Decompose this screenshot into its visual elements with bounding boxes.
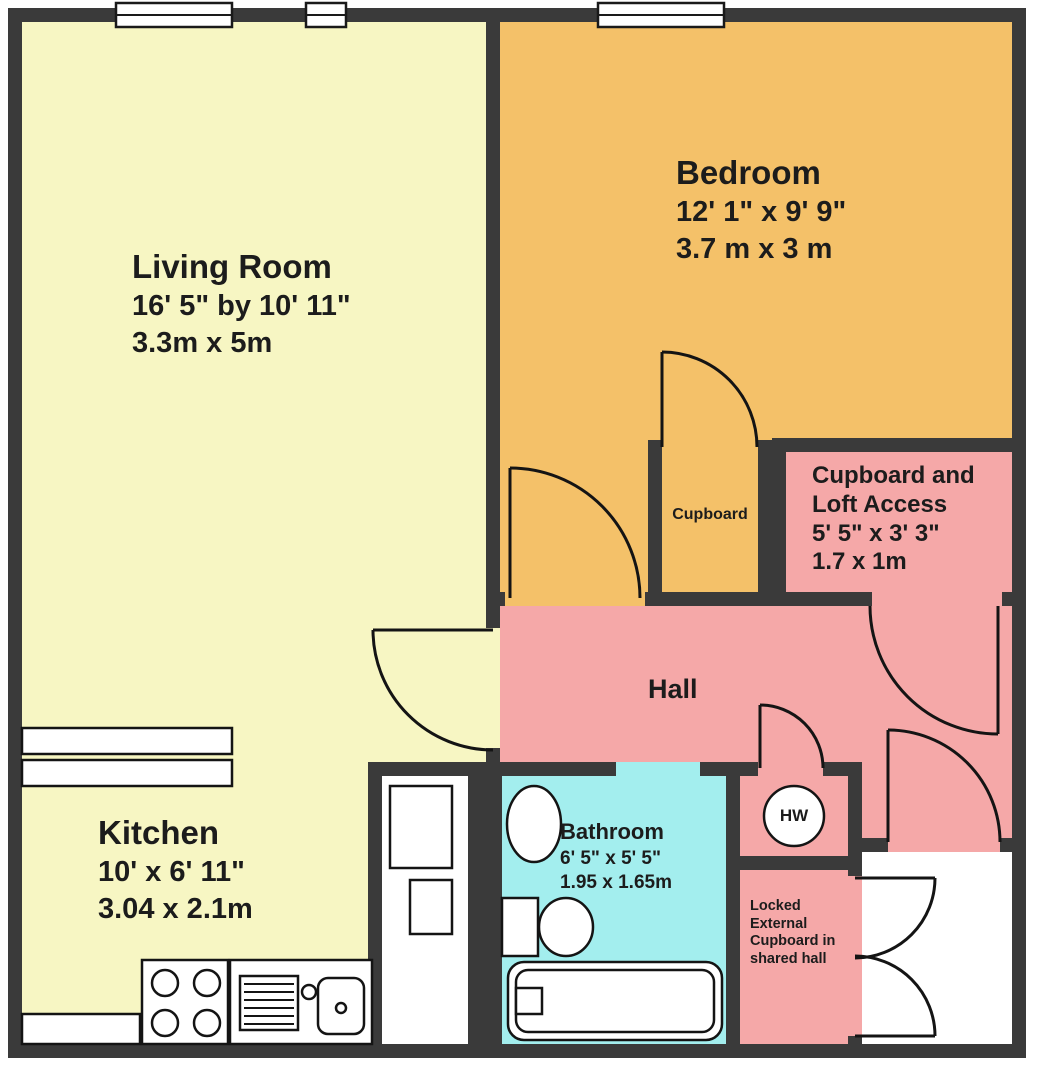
loft-cupboard-name-line1: Cupboard and xyxy=(812,462,975,489)
living-door-swing xyxy=(371,629,494,752)
hot-water-cylinder xyxy=(762,784,826,848)
living-room-dim-metric: 3.3m x 5m xyxy=(132,327,273,360)
wall-bathroom-left xyxy=(468,762,502,1044)
living-room-name: Living Room xyxy=(132,248,332,285)
wall-shared-hall-b xyxy=(848,1036,862,1044)
doors xyxy=(371,350,1002,1038)
external-cupboard-label: Locked External Cupboard in shared hall xyxy=(750,898,836,968)
external-door-top-swing xyxy=(854,877,937,960)
hw-door-swing xyxy=(759,703,825,769)
loft-cupboard-dim-imperial: 5' 5" x 3' 3" xyxy=(812,519,940,547)
wall-cupboard-left xyxy=(648,440,662,592)
sink-drainer-ridges xyxy=(244,983,294,1025)
bedroom-name: Bedroom xyxy=(676,154,821,191)
wall-cupboard-right xyxy=(758,440,772,592)
wall-loft-top xyxy=(772,438,1012,452)
hw-door-opening xyxy=(758,762,823,776)
bathroom-dim-metric: 1.95 x 1.65m xyxy=(560,872,672,894)
wall-living-bedroom xyxy=(486,22,500,628)
bathtub-taps xyxy=(514,986,544,1016)
kitchen-dim-metric: 3.04 x 2.1m xyxy=(98,893,253,926)
entrance-door-swing xyxy=(887,728,1002,843)
hob-burner xyxy=(192,968,222,998)
bedroom-dim-imperial: 12' 1" x 9' 9" xyxy=(676,196,847,229)
wall-hall-top-c xyxy=(1002,592,1026,606)
service-unit-2 xyxy=(408,878,454,936)
external-door-bottom-swing xyxy=(854,954,937,1037)
hob-burner xyxy=(150,1008,180,1038)
walls xyxy=(8,8,1026,1058)
wall-outer-bottom xyxy=(8,1044,1026,1058)
kitchen-name: Kitchen xyxy=(98,814,220,851)
loft-door-swing xyxy=(868,605,999,736)
bathtub xyxy=(506,960,724,1042)
sink-drain xyxy=(334,1001,348,1015)
living-room-dim-imperial: 16' 5" by 10' 11" xyxy=(132,290,351,323)
wall-shared-hall-a xyxy=(848,762,862,876)
loft-cupboard-name-line2: Loft Access xyxy=(812,490,948,518)
wall-outer-right xyxy=(1012,8,1026,1058)
bedroom-dim-metric: 3.7 m x 3 m xyxy=(676,233,833,266)
windows xyxy=(114,1,726,29)
sink-tap xyxy=(300,983,318,1001)
hot-water-label: HW xyxy=(779,806,809,825)
bathroom-dim-imperial: 6' 5" x 5' 5" xyxy=(560,847,662,869)
bathroom-label: Bathroom 6' 5" x 5' 5" 1.95 x 1.65m xyxy=(560,818,672,896)
loft-cupboard-label: Cupboard and Loft Access 5' 5" x 3' 3" 1… xyxy=(812,462,975,577)
toilet-bowl xyxy=(537,896,595,958)
fixtures xyxy=(20,726,826,1046)
entrance-door-opening xyxy=(888,838,1000,852)
wall-hw-external-divider xyxy=(726,856,862,870)
wall-hall-top-b xyxy=(645,592,872,606)
loft-door-opening xyxy=(872,592,1002,606)
kitchen-label: Kitchen 10' x 6' 11" 3.04 x 2.1m xyxy=(98,812,253,928)
counter-lower xyxy=(20,758,234,788)
wall-hall-top-a xyxy=(486,592,505,606)
service-unit-1 xyxy=(388,784,454,870)
wall-entrance-b xyxy=(1000,838,1012,852)
bedroom-door-swing xyxy=(509,466,642,599)
counter-upper xyxy=(20,726,234,756)
loft-cupboard-floor xyxy=(786,452,1012,592)
loft-cupboard-dim-metric: 1.7 x 1m xyxy=(812,548,907,576)
wall-loft-left xyxy=(772,452,786,592)
living-room-label: Living Room 16' 5" by 10' 11" 3.3m x 5m xyxy=(132,246,351,362)
toilet-cistern xyxy=(500,896,540,958)
washbasin xyxy=(505,784,563,864)
kitchen-counter xyxy=(20,1012,142,1046)
hall-label: Hall xyxy=(648,674,698,704)
hob-burner xyxy=(192,1008,222,1038)
wall-outer-top xyxy=(8,8,1026,22)
hob-burner xyxy=(150,968,180,998)
wall-outer-left xyxy=(8,8,22,1058)
cupboard-label: Cupboard xyxy=(672,506,748,523)
wall-bathroom-right xyxy=(726,762,740,1044)
bathroom-door-opening xyxy=(616,762,700,776)
bedroom-door-opening xyxy=(505,592,645,606)
external-cupboard-floor xyxy=(740,870,848,1044)
hall-floor-right xyxy=(862,606,1012,838)
bedroom-label: Bedroom 12' 1" x 9' 9" 3.7 m x 3 m xyxy=(676,152,846,268)
living-door-opening xyxy=(486,628,500,748)
bathroom-name: Bathroom xyxy=(560,819,664,844)
wall-entrance-a xyxy=(848,838,888,852)
cupboard-door-swing xyxy=(661,350,759,448)
kitchen-dim-imperial: 10' x 6' 11" xyxy=(98,856,245,889)
